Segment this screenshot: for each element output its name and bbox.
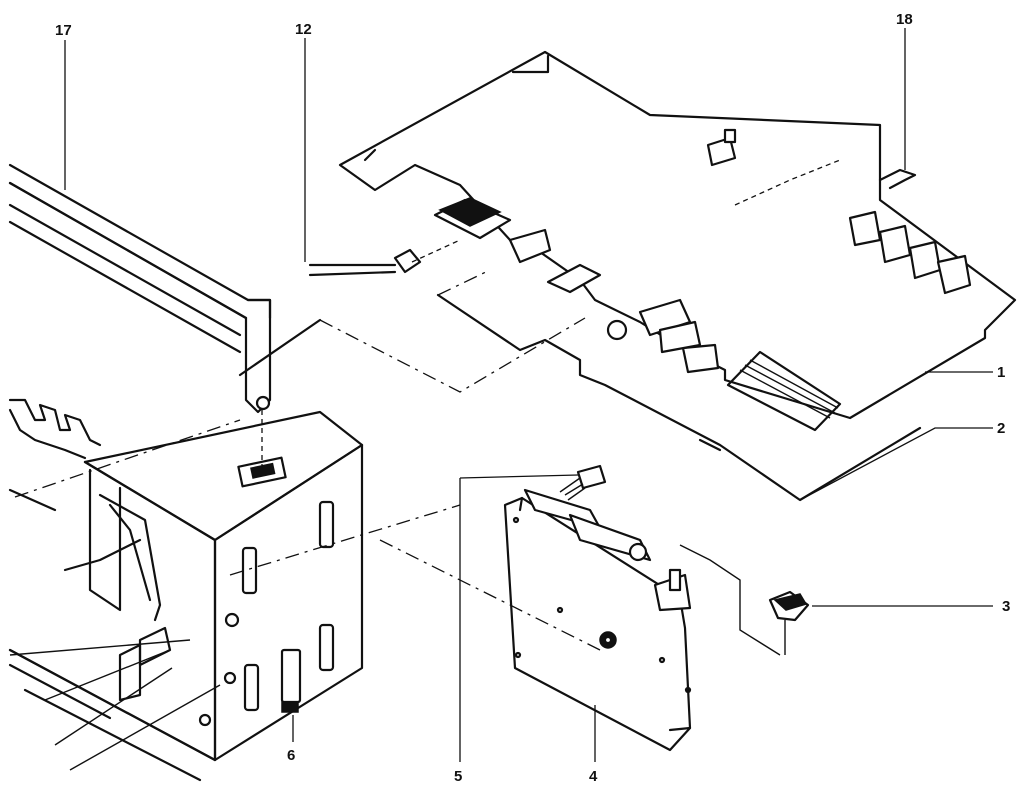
callout-12: 12: [295, 21, 312, 38]
callout-3: 3: [1002, 598, 1010, 615]
wire-connector: [559, 464, 607, 501]
main-circuit-board: [338, 50, 1017, 432]
callout-1: 1: [997, 364, 1005, 381]
board-insulator-sheet: [238, 269, 922, 502]
callout-6: 6: [287, 747, 295, 764]
leader-lines: [64, 28, 993, 762]
assembly-lines: [9, 410, 601, 771]
wire-spring: [734, 159, 917, 206]
chassis-frame: [8, 398, 364, 782]
callout-4: 4: [589, 768, 598, 785]
front-bar: [8, 163, 272, 414]
sub-circuit-board: [503, 488, 692, 752]
switch-knob: [679, 544, 810, 656]
callout-18: 18: [896, 11, 913, 28]
callout-2: 2: [997, 420, 1005, 437]
callout-17: 17: [55, 22, 72, 39]
connector-clip: [308, 239, 461, 277]
callout-5: 5: [454, 768, 462, 785]
